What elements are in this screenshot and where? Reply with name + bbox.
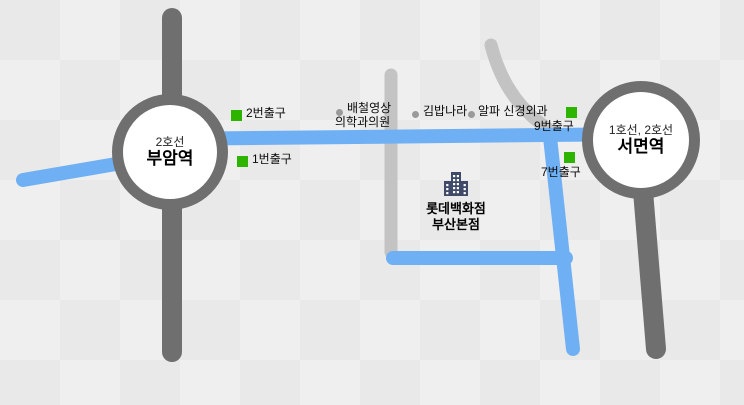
road-north-branch — [484, 38, 554, 135]
exit-1-marker-icon — [237, 156, 248, 167]
exit-2-marker-icon — [231, 110, 242, 121]
exit-9-marker-icon — [566, 107, 577, 118]
station-seomyeon: 1호선, 2호선 서면역 — [582, 81, 700, 199]
landmark-name-line2: 부산본점 — [432, 217, 480, 232]
exit-9-label: 9번출구 — [534, 119, 574, 133]
building-icon — [444, 172, 468, 196]
exit-7-label: 7번출구 — [541, 165, 581, 179]
landmark-name-line1: 롯데백화점 — [426, 201, 486, 216]
station-seomyeon-line: 1호선, 2호선 — [608, 122, 674, 137]
station-buam: 2호선 부암역 — [112, 94, 228, 210]
station-seomyeon-name: 서면역 — [617, 136, 665, 156]
poi-neurosurgery-label: 알파 신경외과 — [478, 104, 548, 118]
poi-dot-icon — [468, 111, 475, 118]
poi-dot-icon — [336, 109, 343, 116]
exit-2-label: 2번출구 — [246, 106, 286, 120]
poi-dot-icon — [412, 111, 419, 118]
station-buam-line: 2호선 — [155, 134, 185, 149]
route-east-branch — [543, 130, 580, 356]
exit-7-marker-icon — [564, 152, 575, 163]
route-main-road — [153, 127, 652, 146]
poi-clinic-label-line2: 의학과의원 — [335, 115, 391, 129]
station-buam-name: 부암역 — [146, 148, 194, 168]
poi-clinic-label-line1: 배철영상 — [347, 101, 392, 115]
exit-1-label: 1번출구 — [252, 152, 292, 166]
poi-gimbap-label: 김밥나라 — [423, 104, 468, 118]
